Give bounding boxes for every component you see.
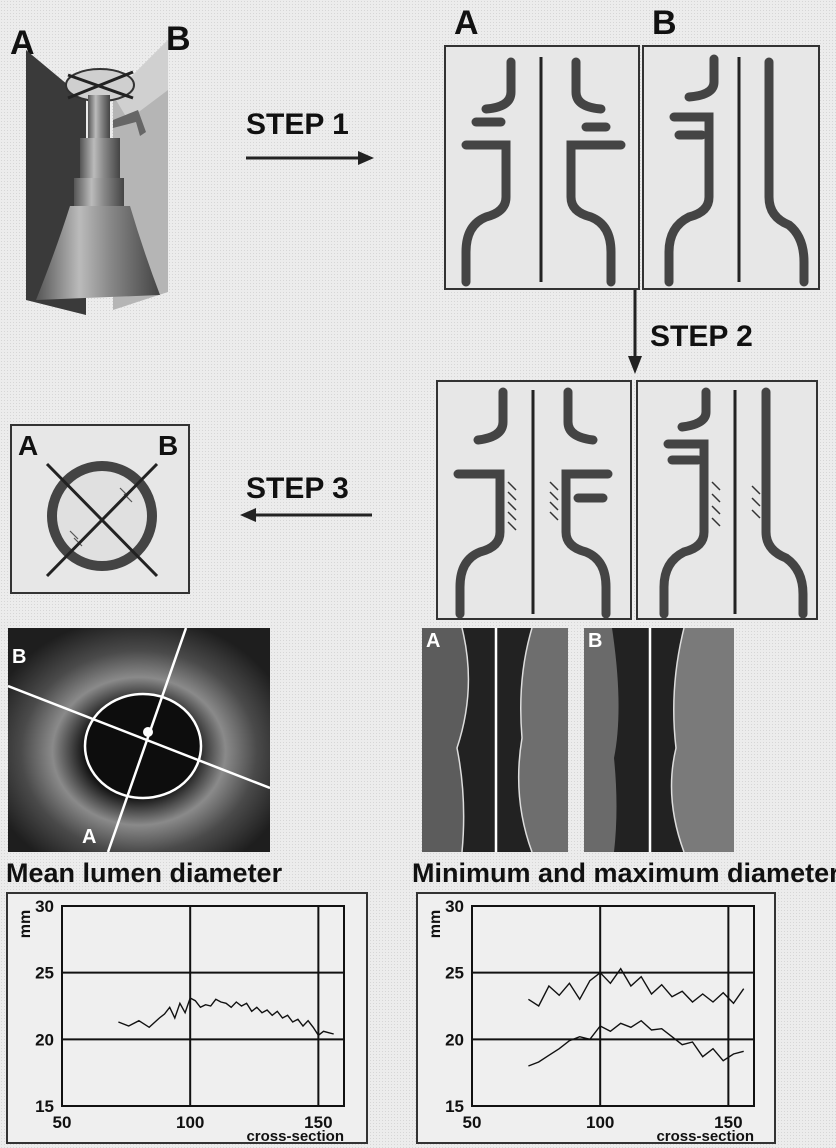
mean-chart-panel: 3025201550100150mmcross-section [6,892,368,1144]
mean-chart-ytick-2: 20 [35,1030,54,1049]
step-1-arrow [246,148,386,168]
minmax-chart-ylabel: mm [427,910,444,938]
minmax-chart-xtick-1: 100 [586,1113,614,1132]
minmax-chart-xlabel: cross-section [656,1128,754,1145]
mean-chart-ytick-1: 25 [35,964,54,983]
mean-chart-ytick-0: 30 [35,897,54,916]
section-b-drawing [644,47,822,292]
cross-section-panel: A B [10,424,190,594]
ivus-cross-section-graphic [8,628,270,852]
longitudinal-label-a: A [426,630,440,653]
mean-chart-xtick-0: 50 [53,1113,72,1132]
mean-chart-xlabel: cross-section [246,1128,344,1145]
minmax-chart-xtick-0: 50 [463,1113,482,1132]
mean-chart-ytick-3: 15 [35,1097,54,1116]
longitudinal-graphic-a [422,628,568,852]
minmax-chart-panel: 3025201550100150mmcross-section [416,892,776,1144]
step-2-arrow [625,290,645,380]
ivus-cross-section-image: B A [8,628,270,852]
longitudinal-image-b: B [584,628,734,852]
step-2-label: STEP 2 [650,322,753,352]
minmax-chart-ytick-0: 30 [445,897,464,916]
section-b-hatched-panel [636,380,818,620]
minmax-chart-plot-frame [472,906,754,1106]
step-3-arrow [236,505,376,525]
section-a-hatched-drawing [438,382,634,622]
section-b-panel [642,45,820,290]
mean-chart-title: Mean lumen diameter [6,860,282,887]
longitudinal-label-b: B [588,630,602,653]
cross-section-drawing [12,426,192,596]
section-a-drawing [446,47,642,292]
ivus-label-a: A [82,826,96,849]
step-1-label: STEP 1 [246,110,349,140]
section-b-hatched-drawing [638,382,820,622]
section-label-b: B [652,6,677,40]
minmax-chart-ytick-3: 15 [445,1097,464,1116]
mean-chart-ylabel: mm [17,910,34,938]
mean-chart-xtick-1: 100 [176,1113,204,1132]
section-label-a: A [454,6,479,40]
section-a-panel [444,45,640,290]
mean-chart-series-line-0 [118,998,333,1035]
minmax-chart-title: Minimum and maximum diameter [412,860,836,887]
step-3-label: STEP 3 [246,474,349,504]
section-a-hatched-panel [436,380,632,620]
longitudinal-graphic-b [584,628,734,852]
vessel-3d-model [18,30,188,340]
ivus-label-b: B [12,646,26,669]
longitudinal-image-a: A [422,628,568,852]
minmax-chart-ytick-1: 25 [445,964,464,983]
mean-chart-svg: 3025201550100150mmcross-section [8,894,366,1142]
minmax-chart-ytick-2: 20 [445,1030,464,1049]
minmax-chart-series-line-0 [528,969,743,1006]
minmax-chart-svg: 3025201550100150mmcross-section [418,894,774,1142]
minmax-chart-series-line-1 [528,1021,743,1066]
